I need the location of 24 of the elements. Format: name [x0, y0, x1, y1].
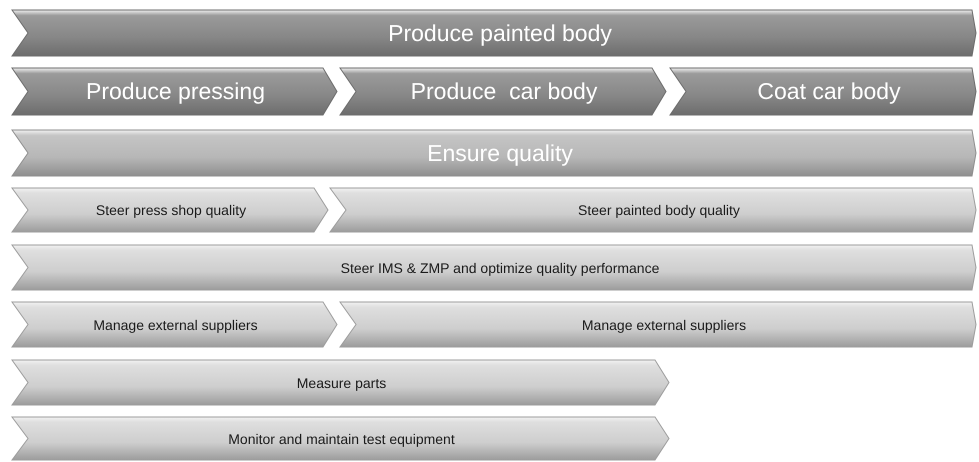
chevron-shape — [12, 245, 976, 290]
step-label: Steer painted body quality — [578, 202, 740, 218]
step-label: Produce car body — [410, 78, 598, 105]
step-label: Measure parts — [296, 374, 386, 390]
step-label: Steer IMS & ZMP and optimize quality performance — [340, 260, 660, 276]
chevron-shape — [12, 417, 669, 460]
chevron-shape — [12, 10, 976, 56]
chevron-shape — [12, 68, 337, 115]
chevron-shape — [330, 188, 976, 232]
step-label: Manage external suppliers — [93, 316, 258, 332]
step-label: Produce painted body — [388, 20, 612, 46]
step-label: Manage external suppliers — [582, 316, 746, 332]
step-label: Steer press shop quality — [96, 202, 246, 218]
chevron-shape — [12, 360, 669, 405]
chevron-shape — [670, 68, 976, 115]
step-label: Coat car body — [757, 78, 901, 105]
chevron-shape — [12, 188, 328, 232]
step-label: Monitor and maintain test equipment — [228, 430, 455, 446]
chevron-shape — [12, 302, 337, 347]
step-label: Produce pressing — [86, 78, 265, 105]
chevron-shape — [12, 130, 976, 176]
chevron-shape — [340, 68, 666, 115]
chevron-shape — [340, 302, 976, 347]
step-label: Ensure quality — [427, 140, 573, 166]
